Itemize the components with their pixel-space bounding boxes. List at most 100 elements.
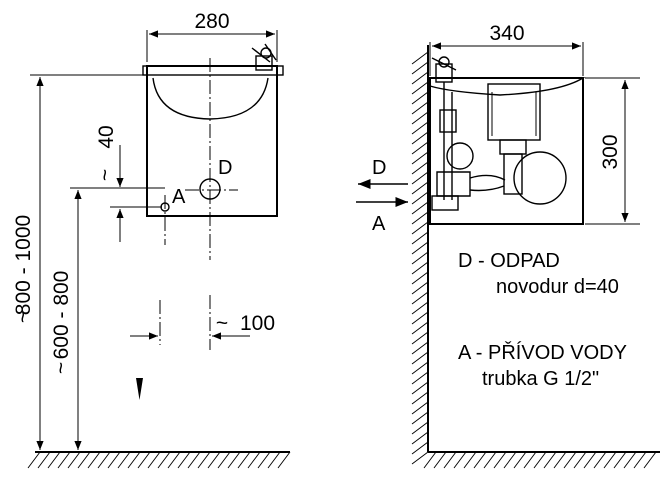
hatch-line [463, 451, 477, 469]
dim-40-prefix: ~ [94, 169, 117, 181]
hatch-line [411, 271, 429, 285]
hatch-line [411, 231, 429, 245]
dim-total-text: 800 - 1000 [12, 215, 35, 315]
plumbing-side [431, 83, 567, 211]
basin-body-front [146, 65, 278, 217]
hatch-line [411, 281, 429, 295]
hatch-line [127, 451, 141, 469]
hatch-line [411, 261, 429, 275]
hatch-line [411, 91, 429, 105]
drain-arrow-label: D [372, 157, 386, 179]
hatch-line [411, 381, 429, 395]
hatch-line [411, 121, 429, 135]
trap-bulb [513, 151, 567, 205]
legend-drain-spec: novodur d=40 [496, 276, 619, 298]
basin-rim-side [429, 77, 586, 96]
hatch-line [411, 141, 429, 155]
hatch-line [411, 131, 429, 145]
hatch-line [411, 441, 429, 455]
legend: D - ODPAD novodur d=40 A - PŘÍVOD VODY t… [458, 250, 627, 390]
hatch-line [493, 451, 507, 469]
hatch-line [257, 451, 271, 469]
hatch-line [147, 451, 161, 469]
basin-body-side [429, 77, 584, 225]
hatch-line [483, 451, 497, 469]
hatch-line [411, 101, 429, 115]
legend-inlet-title: A - PŘÍVOD VODY [458, 341, 627, 364]
hatch-line [411, 401, 429, 415]
hatch-line [107, 451, 121, 469]
hatch-line [411, 251, 429, 265]
dim-40-text: 40 [95, 125, 118, 148]
hatch-line [411, 411, 429, 425]
hatch-line [217, 451, 231, 469]
hatch-line [137, 451, 151, 469]
dim-100-text: 100 [240, 312, 275, 335]
hatch-line [227, 451, 241, 469]
hatch-line [411, 111, 429, 125]
hatch-line [77, 451, 91, 469]
hatch-line [643, 451, 657, 469]
hatch-line [177, 451, 191, 469]
hatch-line [411, 171, 429, 185]
front-view: D A 280 800 - 1000 ~ 600 - 800 ~ 40 [12, 10, 291, 469]
hatch-line [411, 351, 429, 365]
hatch-line [411, 421, 429, 435]
hatch-line [117, 451, 131, 469]
hatch-line [411, 301, 429, 315]
legend-drain-title: D - ODPAD [458, 250, 560, 272]
hatch-line [157, 451, 171, 469]
hatch-line [411, 71, 429, 85]
hatch-line [411, 201, 429, 215]
inlet-label: A [172, 186, 186, 208]
wall-hatch [411, 51, 429, 465]
hatch-line [453, 451, 467, 469]
hatch-line [411, 391, 429, 405]
basin-rim-front [142, 65, 284, 76]
hatch-line [411, 151, 429, 165]
dim-300-text: 300 [599, 134, 622, 169]
floor-hatch-left [27, 451, 291, 469]
hatch-line [411, 61, 429, 75]
hatch-line [87, 451, 101, 469]
hatch-line [573, 451, 587, 469]
down-arrow-mark [136, 378, 143, 400]
hatch-line [411, 161, 429, 175]
dim-340-text: 340 [489, 22, 524, 45]
hatch-line [533, 451, 547, 469]
hatch-line [523, 451, 537, 469]
hatch-line [27, 451, 41, 469]
hatch-line [247, 451, 261, 469]
drain-label: D [218, 157, 232, 179]
side-view: 340 300 D A [356, 22, 660, 469]
hatch-line [543, 451, 557, 469]
dim-total-prefix: ~ [12, 311, 35, 323]
hatch-line [411, 51, 429, 65]
hatch-line [433, 451, 447, 469]
valve-bulb [446, 142, 474, 170]
dim-280-text: 280 [194, 10, 229, 33]
hatch-line [167, 451, 181, 469]
hatch-line [411, 81, 429, 95]
hatch-line [473, 451, 487, 469]
hatch-line [503, 451, 517, 469]
hatch-line [443, 451, 457, 469]
dim-inlet-text: 600 - 800 [50, 271, 73, 360]
hatch-line [411, 211, 429, 225]
drain-symbol [199, 178, 221, 200]
hatch-line [411, 331, 429, 345]
hatch-line [277, 451, 291, 469]
hatch-line [411, 451, 429, 465]
hatch-line [623, 451, 637, 469]
hatch-line [197, 451, 211, 469]
hatch-line [411, 221, 429, 235]
hatch-line [613, 451, 627, 469]
faucet-front-icon [251, 43, 277, 71]
hatch-line [563, 451, 577, 469]
hatch-line [237, 451, 251, 469]
hatch-line [411, 361, 429, 375]
hatch-line [513, 451, 527, 469]
hatch-line [97, 451, 111, 469]
dim-inlet-prefix: ~ [50, 362, 73, 374]
